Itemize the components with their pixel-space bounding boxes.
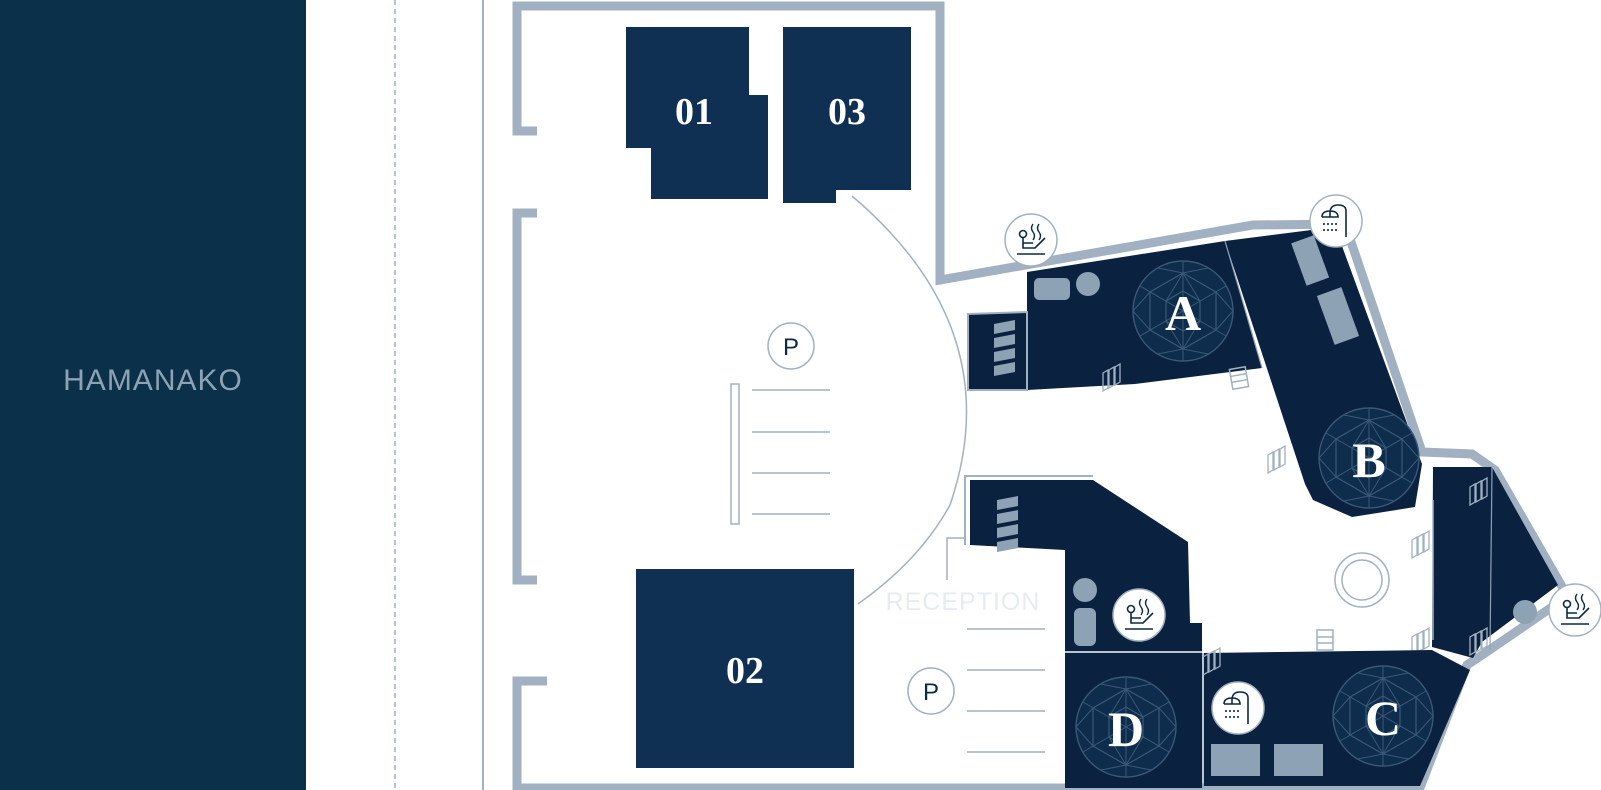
- lake-area: [0, 0, 306, 790]
- parking-label-2: P: [923, 679, 939, 706]
- parking-sign-1[interactable]: [767, 322, 815, 370]
- dome-c-label: C: [1365, 690, 1401, 746]
- site-wall: [512, 1, 1570, 790]
- dome-d[interactable]: D: [1075, 676, 1177, 778]
- east-wing[interactable]: [1432, 467, 1558, 658]
- shower-icon[interactable]: [1211, 681, 1265, 735]
- parking-lot-2: P: [907, 628, 1045, 753]
- building-03[interactable]: [783, 27, 911, 203]
- parking-sign-2[interactable]: [907, 667, 955, 715]
- courtyard-arc: [851, 195, 968, 605]
- building-01[interactable]: [626, 27, 768, 199]
- lake-label: HAMANAKO: [63, 364, 243, 397]
- sauna-icon[interactable]: [1548, 583, 1601, 637]
- sauna-icon[interactable]: [1004, 213, 1058, 267]
- dome-a-label: A: [1165, 285, 1201, 341]
- dome-b[interactable]: B: [1318, 407, 1420, 509]
- courtyard-pool: [1334, 552, 1390, 608]
- building-02-label: 02: [726, 650, 764, 692]
- shower-icon[interactable]: [1309, 194, 1363, 248]
- parking-label-1: P: [783, 334, 799, 361]
- reception-label: RECEPTION: [886, 588, 1041, 616]
- dome-b-label: B: [1352, 432, 1385, 488]
- dome-c[interactable]: C: [1332, 665, 1434, 767]
- building-02[interactable]: [636, 569, 854, 768]
- building-01-label: 01: [675, 91, 713, 133]
- dome-a[interactable]: A: [1132, 260, 1234, 362]
- dome-d-label: D: [1108, 701, 1144, 757]
- building-03-label: 03: [828, 91, 866, 133]
- parking-lot-1: P: [730, 322, 830, 525]
- reception-wall: [946, 537, 964, 580]
- site-wall-west: [512, 208, 537, 585]
- sauna-icon[interactable]: [1112, 588, 1166, 642]
